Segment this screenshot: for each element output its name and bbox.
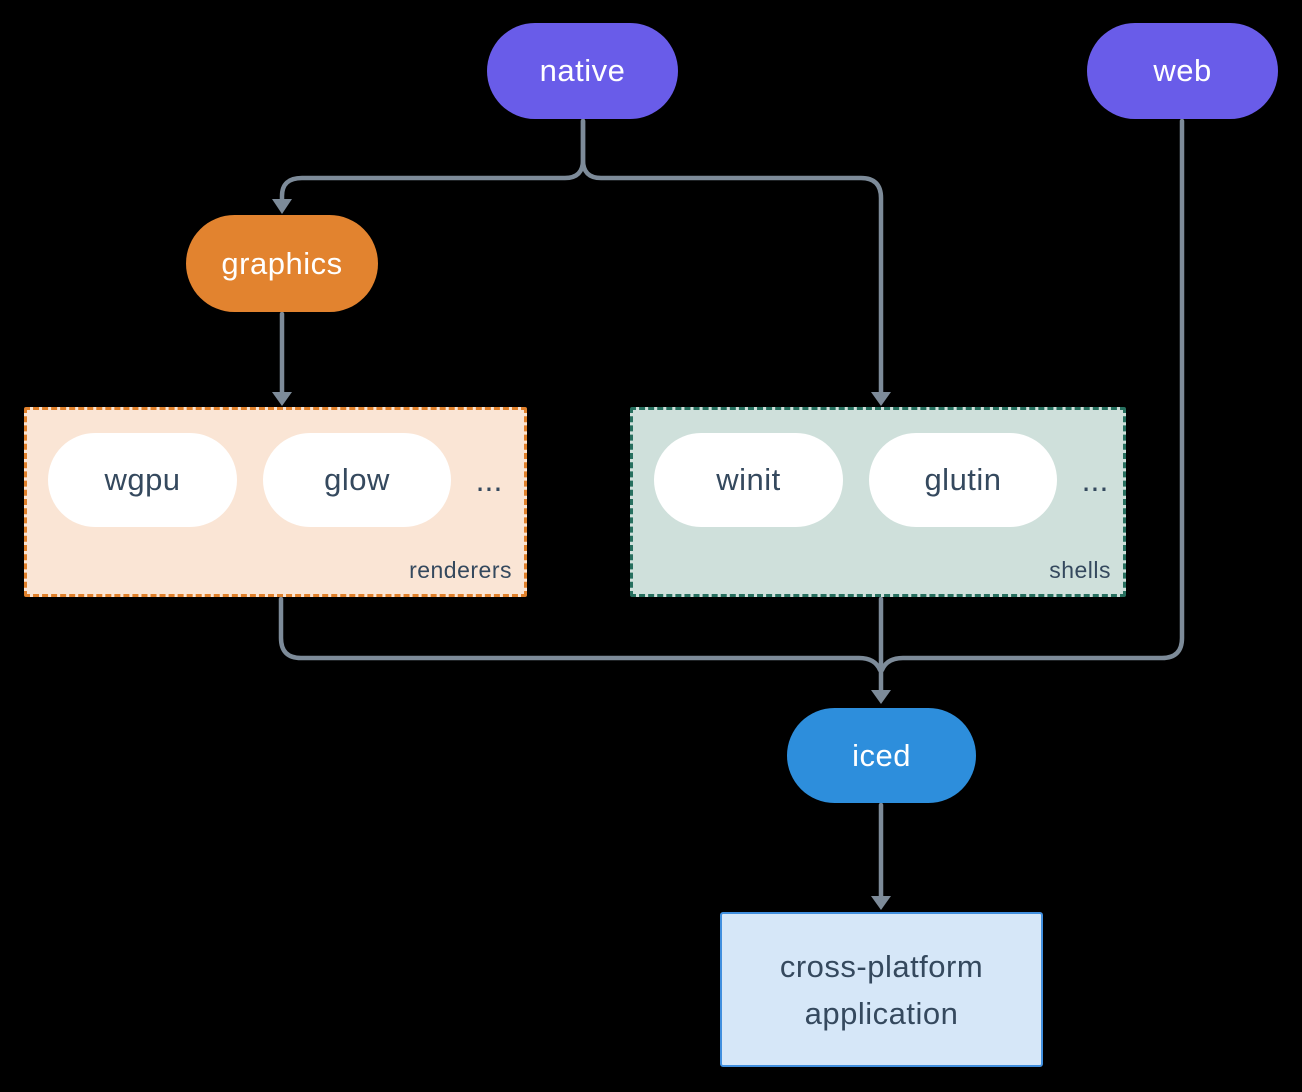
edge-native-to-shells bbox=[580, 118, 884, 395]
node-glutin-label: glutin bbox=[924, 462, 1002, 497]
arrowhead-renderers bbox=[272, 392, 292, 406]
arrowhead-app bbox=[871, 896, 891, 910]
node-graphics-label: graphics bbox=[221, 245, 343, 281]
node-winit-label: winit bbox=[716, 462, 781, 497]
arrowhead-shells bbox=[871, 392, 891, 406]
edge-web-to-iced bbox=[879, 118, 1185, 673]
arrowhead-graphics bbox=[272, 199, 292, 214]
node-app-label: cross-platform application bbox=[779, 948, 984, 1031]
group-renderers: wgpu glow ... renderers bbox=[24, 407, 527, 597]
node-cross-platform-application: cross-platform application bbox=[720, 912, 1043, 1067]
shells-ellipsis: ... bbox=[1081, 461, 1109, 498]
node-iced-label: iced bbox=[852, 737, 911, 773]
node-glow: glow bbox=[263, 433, 451, 527]
shells-group-label: shells bbox=[1049, 557, 1111, 583]
edge-renderers-to-iced bbox=[278, 596, 883, 673]
node-iced: iced bbox=[787, 708, 976, 803]
node-wgpu: wgpu bbox=[48, 433, 237, 527]
group-shells: winit glutin ... shells bbox=[630, 407, 1126, 597]
node-web: web bbox=[1087, 23, 1278, 119]
node-native: native bbox=[487, 23, 678, 119]
node-graphics: graphics bbox=[186, 215, 378, 312]
renderers-ellipsis: ... bbox=[475, 461, 503, 498]
edge-native-to-graphics bbox=[279, 118, 586, 202]
node-native-label: native bbox=[539, 53, 626, 88]
renderers-group-label: renderers bbox=[409, 557, 512, 583]
node-glow-label: glow bbox=[324, 462, 390, 497]
node-glutin: glutin bbox=[869, 433, 1057, 527]
arrowhead-iced bbox=[871, 690, 891, 704]
node-winit: winit bbox=[654, 433, 843, 527]
node-wgpu-label: wgpu bbox=[104, 462, 181, 497]
node-web-label: web bbox=[1153, 53, 1212, 88]
